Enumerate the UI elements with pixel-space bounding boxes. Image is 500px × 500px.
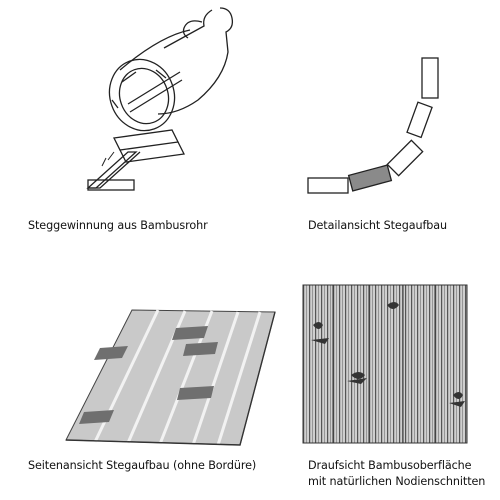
bamboo-mat-perspective-icon [65,309,276,446]
caption-seitenansicht: Seitenansicht Stegaufbau (ohne Bordüre) [28,459,257,472]
slat-chain-icon [307,57,439,194]
caption-steggewinnung: Steggewinnung aus Bambusrohr [28,219,208,232]
caption-draufsicht-line1: Draufsicht Bambusoberfläche [308,459,472,472]
caption-draufsicht-line2: mit natürlichen Nodienschnitten [308,475,486,488]
bamboo-tube-icon [86,7,234,191]
bamboo-surface-texture-icon [302,284,468,444]
caption-detailansicht: Detailansicht Stegaufbau [308,219,448,232]
